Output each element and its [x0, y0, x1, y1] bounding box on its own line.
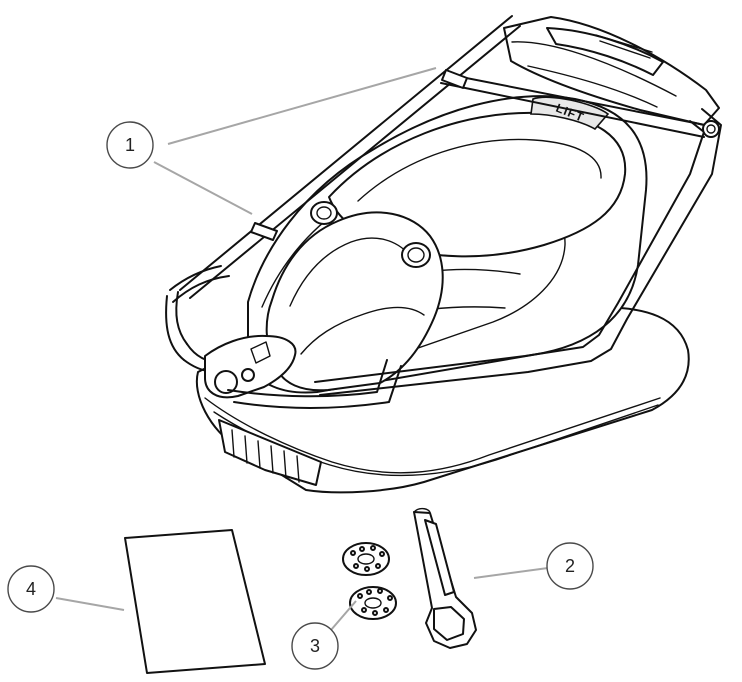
callout-3: 3	[291, 622, 339, 670]
callout-1: 1	[106, 121, 154, 169]
callout-label-4: 4	[26, 579, 36, 599]
callout-label-3: 3	[310, 636, 320, 656]
callout-label-2: 2	[565, 556, 575, 576]
callout-1-leaders	[153, 67, 437, 215]
wrench-tool	[413, 507, 477, 649]
washer-discs	[342, 542, 397, 620]
callout-4: 4	[7, 565, 55, 613]
callout-label-1: 1	[125, 135, 135, 155]
callout-2: 2	[546, 542, 594, 590]
baby-seat-illustration: LIFT	[165, 15, 722, 494]
instruction-booklet	[124, 529, 266, 674]
callout-leaders	[55, 567, 549, 631]
parts-group	[124, 507, 477, 674]
